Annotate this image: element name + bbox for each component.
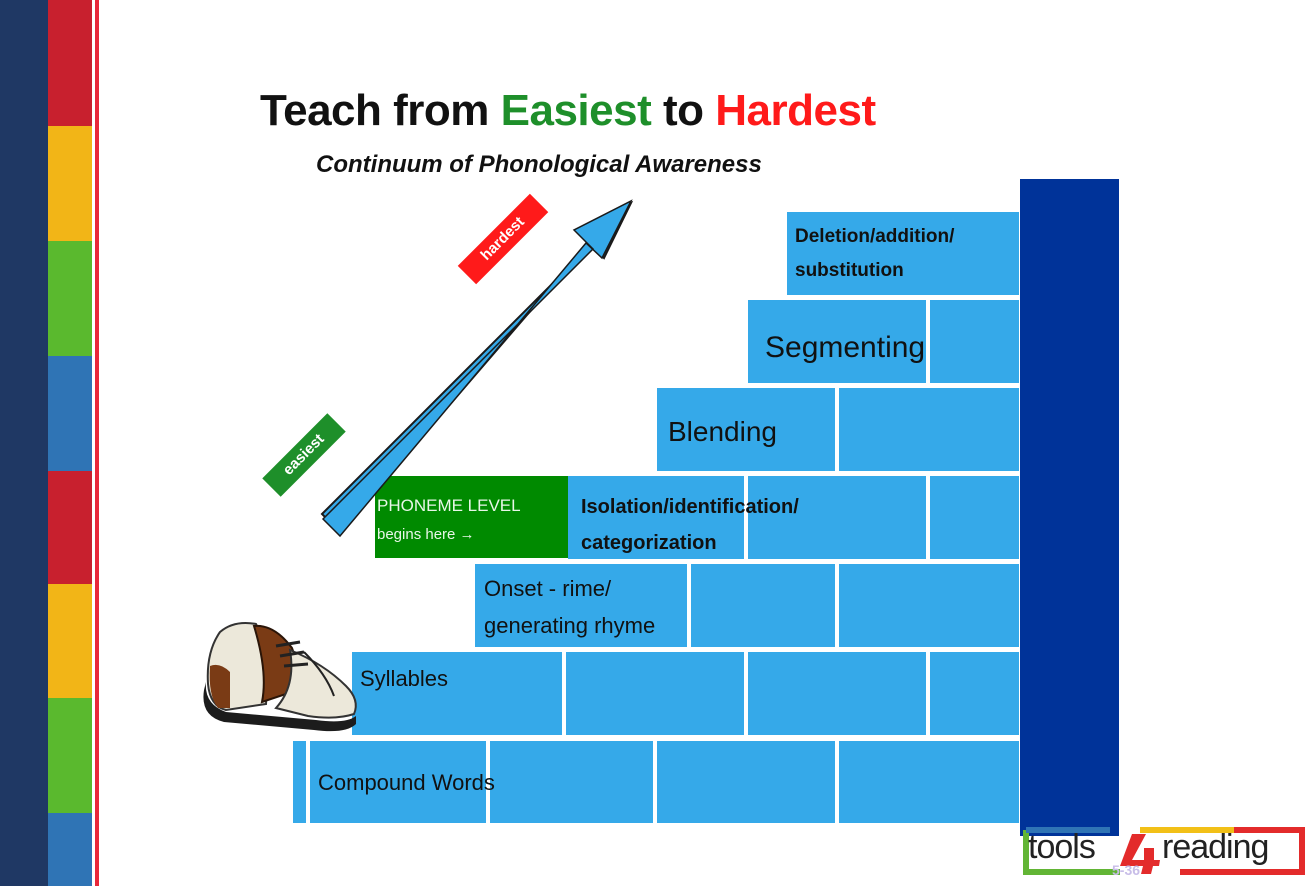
brick	[352, 652, 562, 735]
step-blending: Blending	[668, 416, 777, 447]
brick	[566, 652, 744, 735]
logo-frame	[1023, 827, 1305, 875]
step-deletion-2: substitution	[795, 260, 904, 281]
brick	[839, 564, 1019, 647]
phoneme-begins-label: begins here →	[377, 526, 475, 543]
page-number: 5-36	[1112, 862, 1141, 878]
brick	[930, 300, 1019, 383]
brick	[568, 476, 744, 559]
step-deletion-1: Deletion/addition/	[795, 226, 955, 247]
left-stripe-bar	[0, 0, 100, 886]
brick	[748, 652, 926, 735]
page-title: Teach from Easiest to Hardest	[260, 86, 876, 136]
up-arrow-icon	[320, 199, 634, 538]
phoneme-level-label: PHONEME LEVEL	[377, 496, 521, 515]
brick	[293, 741, 306, 823]
brick	[657, 741, 835, 823]
brick	[839, 388, 1019, 471]
brick	[691, 564, 835, 647]
tools4reading-logo: tools 4 reading	[1020, 826, 1306, 876]
step-syllables: Syllables	[360, 666, 449, 691]
title-part-1: Teach from	[260, 86, 489, 135]
step-isolation-1: Isolation/identification/	[581, 496, 799, 518]
step-isolation-2: categorization	[581, 532, 717, 554]
title-easiest: Easiest	[500, 86, 652, 135]
brick	[839, 741, 1019, 823]
title-part-3: to	[662, 86, 704, 135]
title-hardest: Hardest	[715, 86, 876, 135]
logo-text-tools: tools	[1028, 828, 1096, 866]
phoneme-level-box: PHONEME LEVEL begins here →	[375, 476, 568, 558]
step-onset-rime-2: generating rhyme	[484, 613, 656, 638]
step-segmenting: Segmenting	[765, 331, 926, 364]
brick	[475, 564, 687, 647]
brick	[930, 476, 1019, 559]
brick	[490, 741, 653, 823]
brick	[657, 388, 835, 471]
step-compound-words: Compound Words	[318, 770, 495, 795]
wall	[1020, 179, 1119, 836]
brick	[748, 476, 926, 559]
step-onset-rime-1: Onset - rime/	[484, 576, 612, 601]
logo-text-reading: reading	[1162, 828, 1269, 866]
brick	[310, 741, 486, 823]
brick	[787, 212, 1019, 295]
shoe-icon	[203, 622, 357, 732]
page-subtitle: Continuum of Phonological Awareness	[316, 151, 762, 178]
brick	[930, 652, 1019, 735]
brick	[748, 300, 926, 383]
